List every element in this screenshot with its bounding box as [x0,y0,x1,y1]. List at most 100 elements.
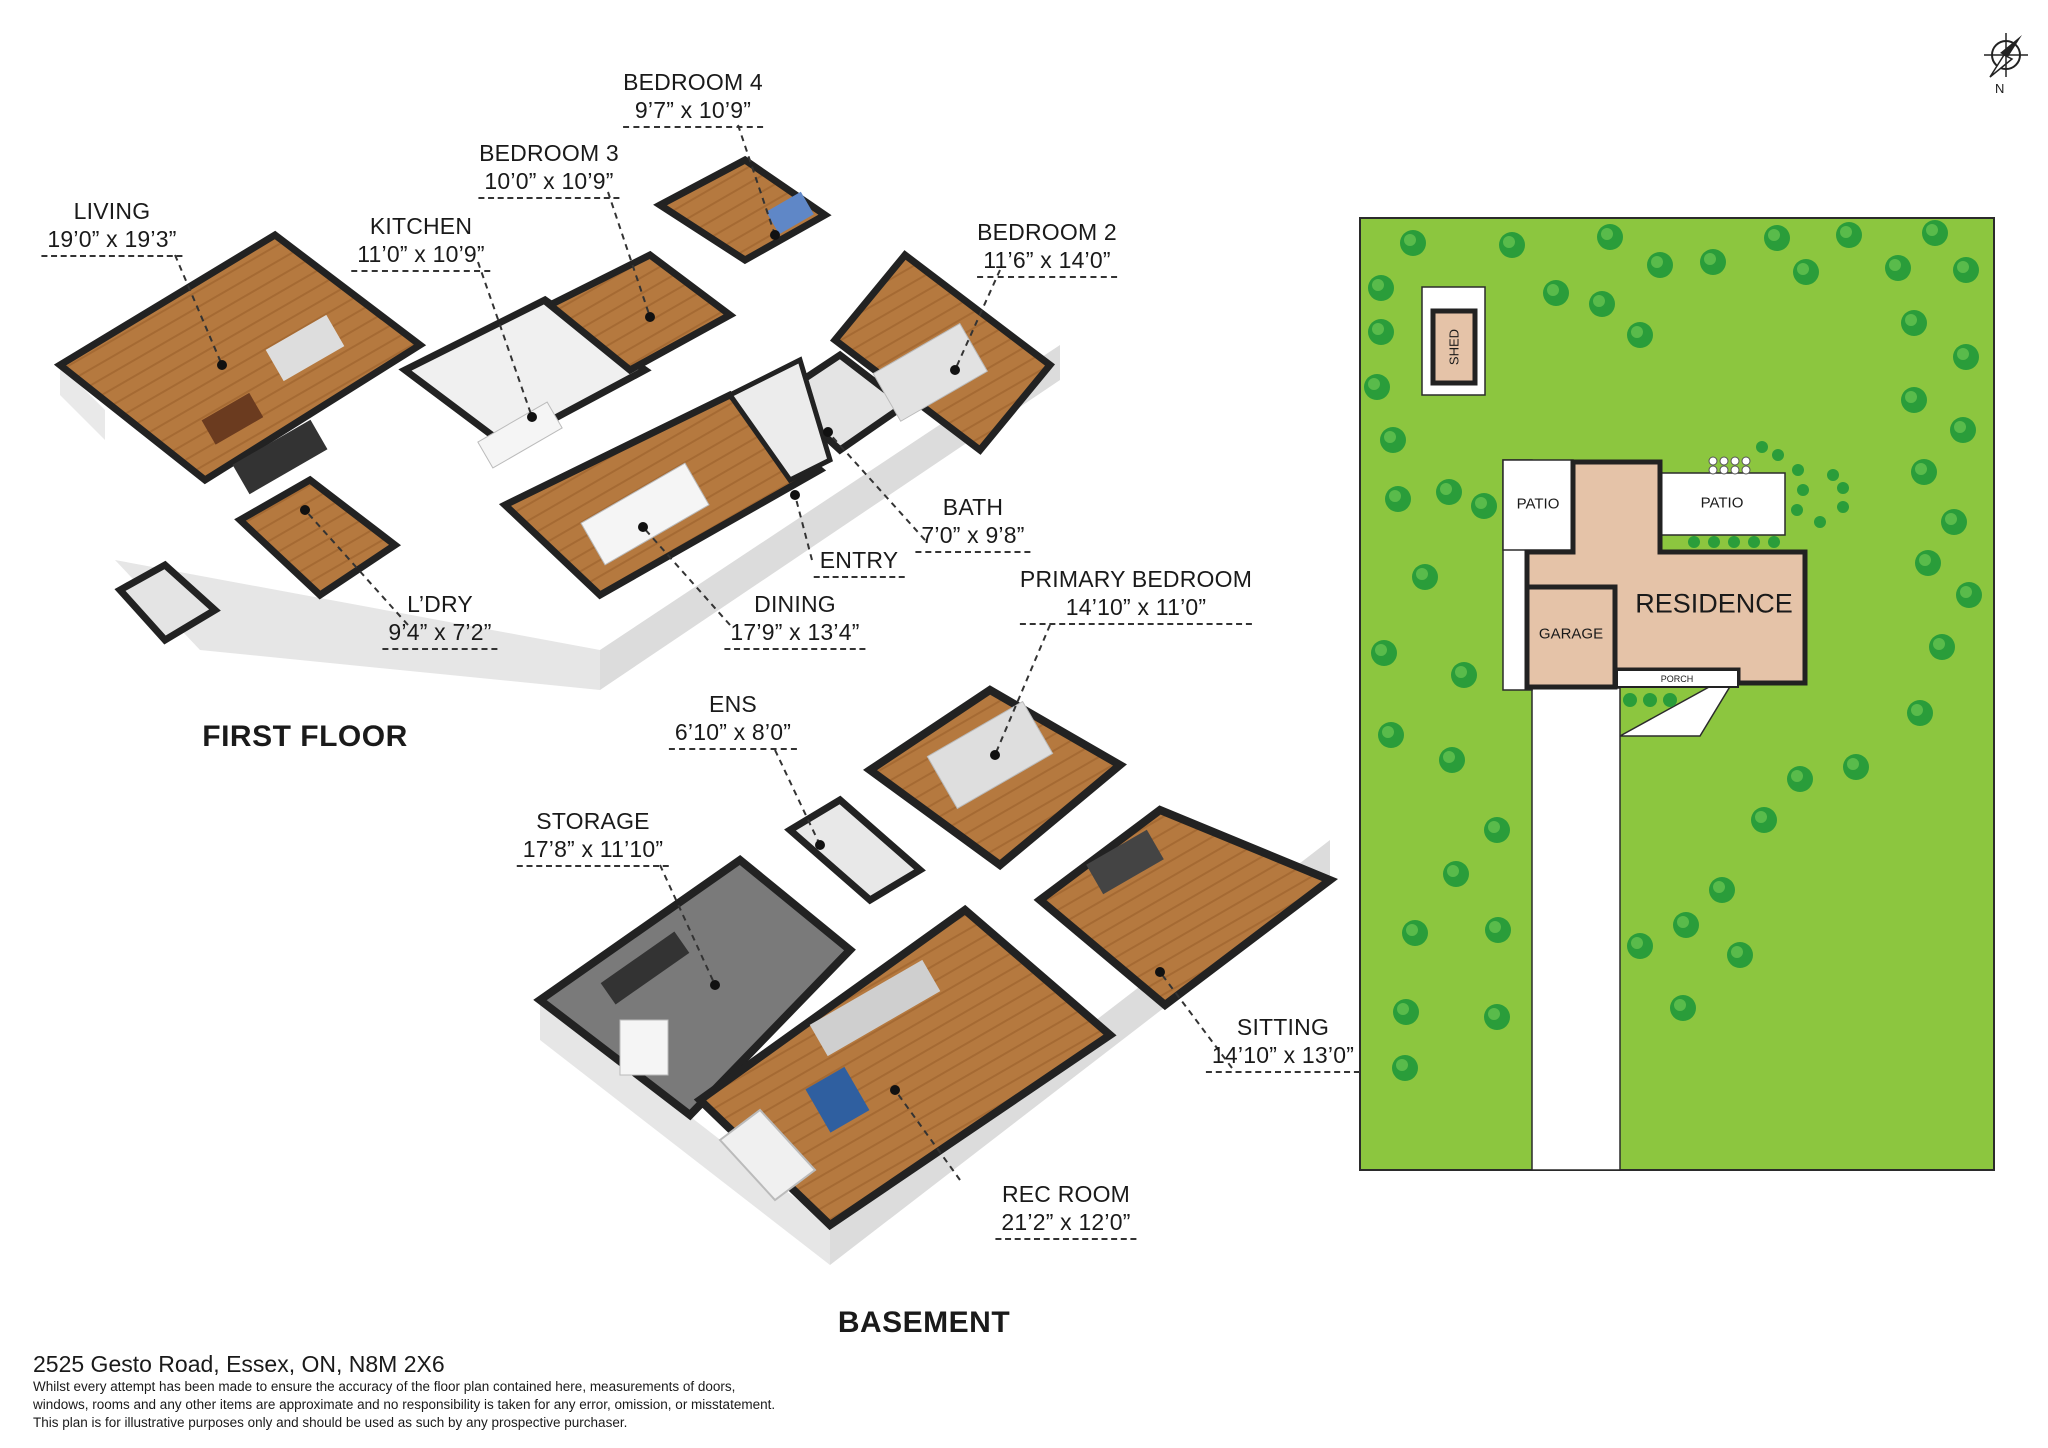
disclaimer-line: windows, rooms and any other items are a… [33,1397,776,1412]
garage-footprint [1524,584,1618,690]
room-label-primary-bedroom: PRIMARY BEDROOM 14’10” x 11’0” [1019,565,1253,625]
tree-highlight [1911,704,1923,716]
tree-highlight [1915,463,1927,475]
room-label-bedroom-4: BEDROOM 4 9’7” x 10’9” [623,68,763,128]
tree-highlight [1651,256,1663,268]
patio-left-label: PATIO [1516,495,1560,513]
tree-highlight [1889,259,1901,271]
tree-highlight [1489,921,1501,933]
tree-highlight [1488,1008,1500,1020]
stairs-icon [718,1108,817,1202]
room-label-bedroom-2: BEDROOM 2 11’6” x 14’0” [977,218,1117,278]
tree-highlight [1547,284,1559,296]
room-name: LIVING [73,198,151,224]
laundry-floor [234,475,402,600]
room-label-entry: ENTRY [813,546,905,578]
tree-highlight [1406,924,1418,936]
room-label-storage: STORAGE 17’8” x 11’10” [516,807,670,867]
first-floor-wall-sides [115,560,600,690]
room-name: BATH [942,494,1004,520]
tree-highlight [1440,483,1452,495]
tree-highlight [1919,554,1931,566]
room-label-bath: BATH 7’0” x 9’8” [915,493,1031,553]
tree-highlight [1631,937,1643,949]
tree-highlight [1791,770,1803,782]
tree-highlight [1372,279,1384,291]
basement-wall-sides [540,1000,830,1265]
room-name: REC ROOM [1001,1181,1131,1207]
tree-highlight [1960,586,1972,598]
tree-highlight [1416,568,1428,580]
room-label-sitting: SITTING 14’10” x 13’0” [1205,1013,1361,1073]
kitchen-island-icon [477,401,563,469]
tree-highlight [1704,253,1716,265]
room-name: BEDROOM 4 [623,69,763,95]
room-label-laundry: L’DRY 9’4” x 7’2” [382,590,498,650]
room-name: ENS [709,691,757,717]
sitting-room-floor [1033,805,1338,1011]
room-dimensions: 14’10” x 11’0” [1019,593,1253,625]
first-floor-room-markers [217,230,960,532]
tree-highlight [1488,821,1500,833]
tree-highlight [1503,236,1515,248]
shed-label: SHED [1446,328,1462,366]
room-name: L’DRY [407,591,473,617]
shelving-icon [600,931,690,1005]
tree-highlight [1372,323,1384,335]
armchair-icon [805,1066,870,1133]
tree-highlight [1631,326,1643,338]
tree-highlight [1404,234,1416,246]
room-label-ensuite: ENS 6’10” x 8’0” [668,690,798,750]
room-dimensions: 7’0” x 9’8” [915,521,1031,553]
tree-highlight [1368,378,1380,390]
bookshelf-icon [766,191,814,235]
powder-room-floor [114,560,221,645]
tree-highlight [1847,758,1859,770]
tree-highlight [1905,391,1917,403]
shrub-row [1623,441,1849,707]
couch-icon [232,419,328,495]
disclaimer-line: Whilst every attempt has been made to en… [33,1379,736,1394]
room-name: ENTRY [813,546,905,578]
first-floor-title: FIRST FLOOR [202,720,408,753]
living-room-floor [53,230,427,485]
ensuite-floor [784,795,926,905]
basement-title: BASEMENT [837,1306,1011,1339]
room-dimensions: 9’7” x 10’9” [623,96,763,128]
compass-icon: N [1970,25,2040,110]
disclaimer-line: This plan is for illustrative purposes o… [33,1415,628,1430]
room-name: STORAGE [536,808,650,834]
site-plan [1359,217,1995,1171]
tree-highlight [1384,431,1396,443]
tree-highlight [1601,228,1613,240]
tree-highlight [1945,513,1957,525]
coffee-table-icon [201,392,264,445]
tree-highlight [1397,1003,1409,1015]
residence-label: RESIDENCE [1635,588,1793,619]
patio-left [1502,459,1574,551]
tree-highlight [1593,295,1605,307]
sitting-sofa-icon [1086,829,1164,895]
planter-dots [1708,456,1751,475]
patio-right-label: PATIO [1700,494,1744,512]
room-label-rec-room: REC ROOM 21’2” x 12’0” [995,1180,1137,1240]
bedroom-4-floor [653,155,832,265]
tree-highlight [1755,811,1767,823]
first-floor-wall-sides [60,365,105,440]
room-label-bedroom-3: BEDROOM 3 10’0” x 10’9” [478,139,620,199]
disclaimer: Whilst every attempt has been made to en… [33,1378,863,1432]
tree-highlight [1926,224,1938,236]
room-name: DINING [754,591,836,617]
basement-leader-lines [659,624,1233,1181]
tree-highlight [1731,946,1743,958]
room-name: BEDROOM 3 [479,140,619,166]
tree-highlight [1957,261,1969,273]
basement-plan [533,685,1338,1265]
sofa-icon [265,314,345,382]
room-label-kitchen: KITCHEN 11’0” x 10’9” [351,212,491,272]
tree-highlight [1382,726,1394,738]
tree-highlight [1443,751,1455,763]
tree-highlight [1840,226,1852,238]
tree-highlight [1455,666,1467,678]
